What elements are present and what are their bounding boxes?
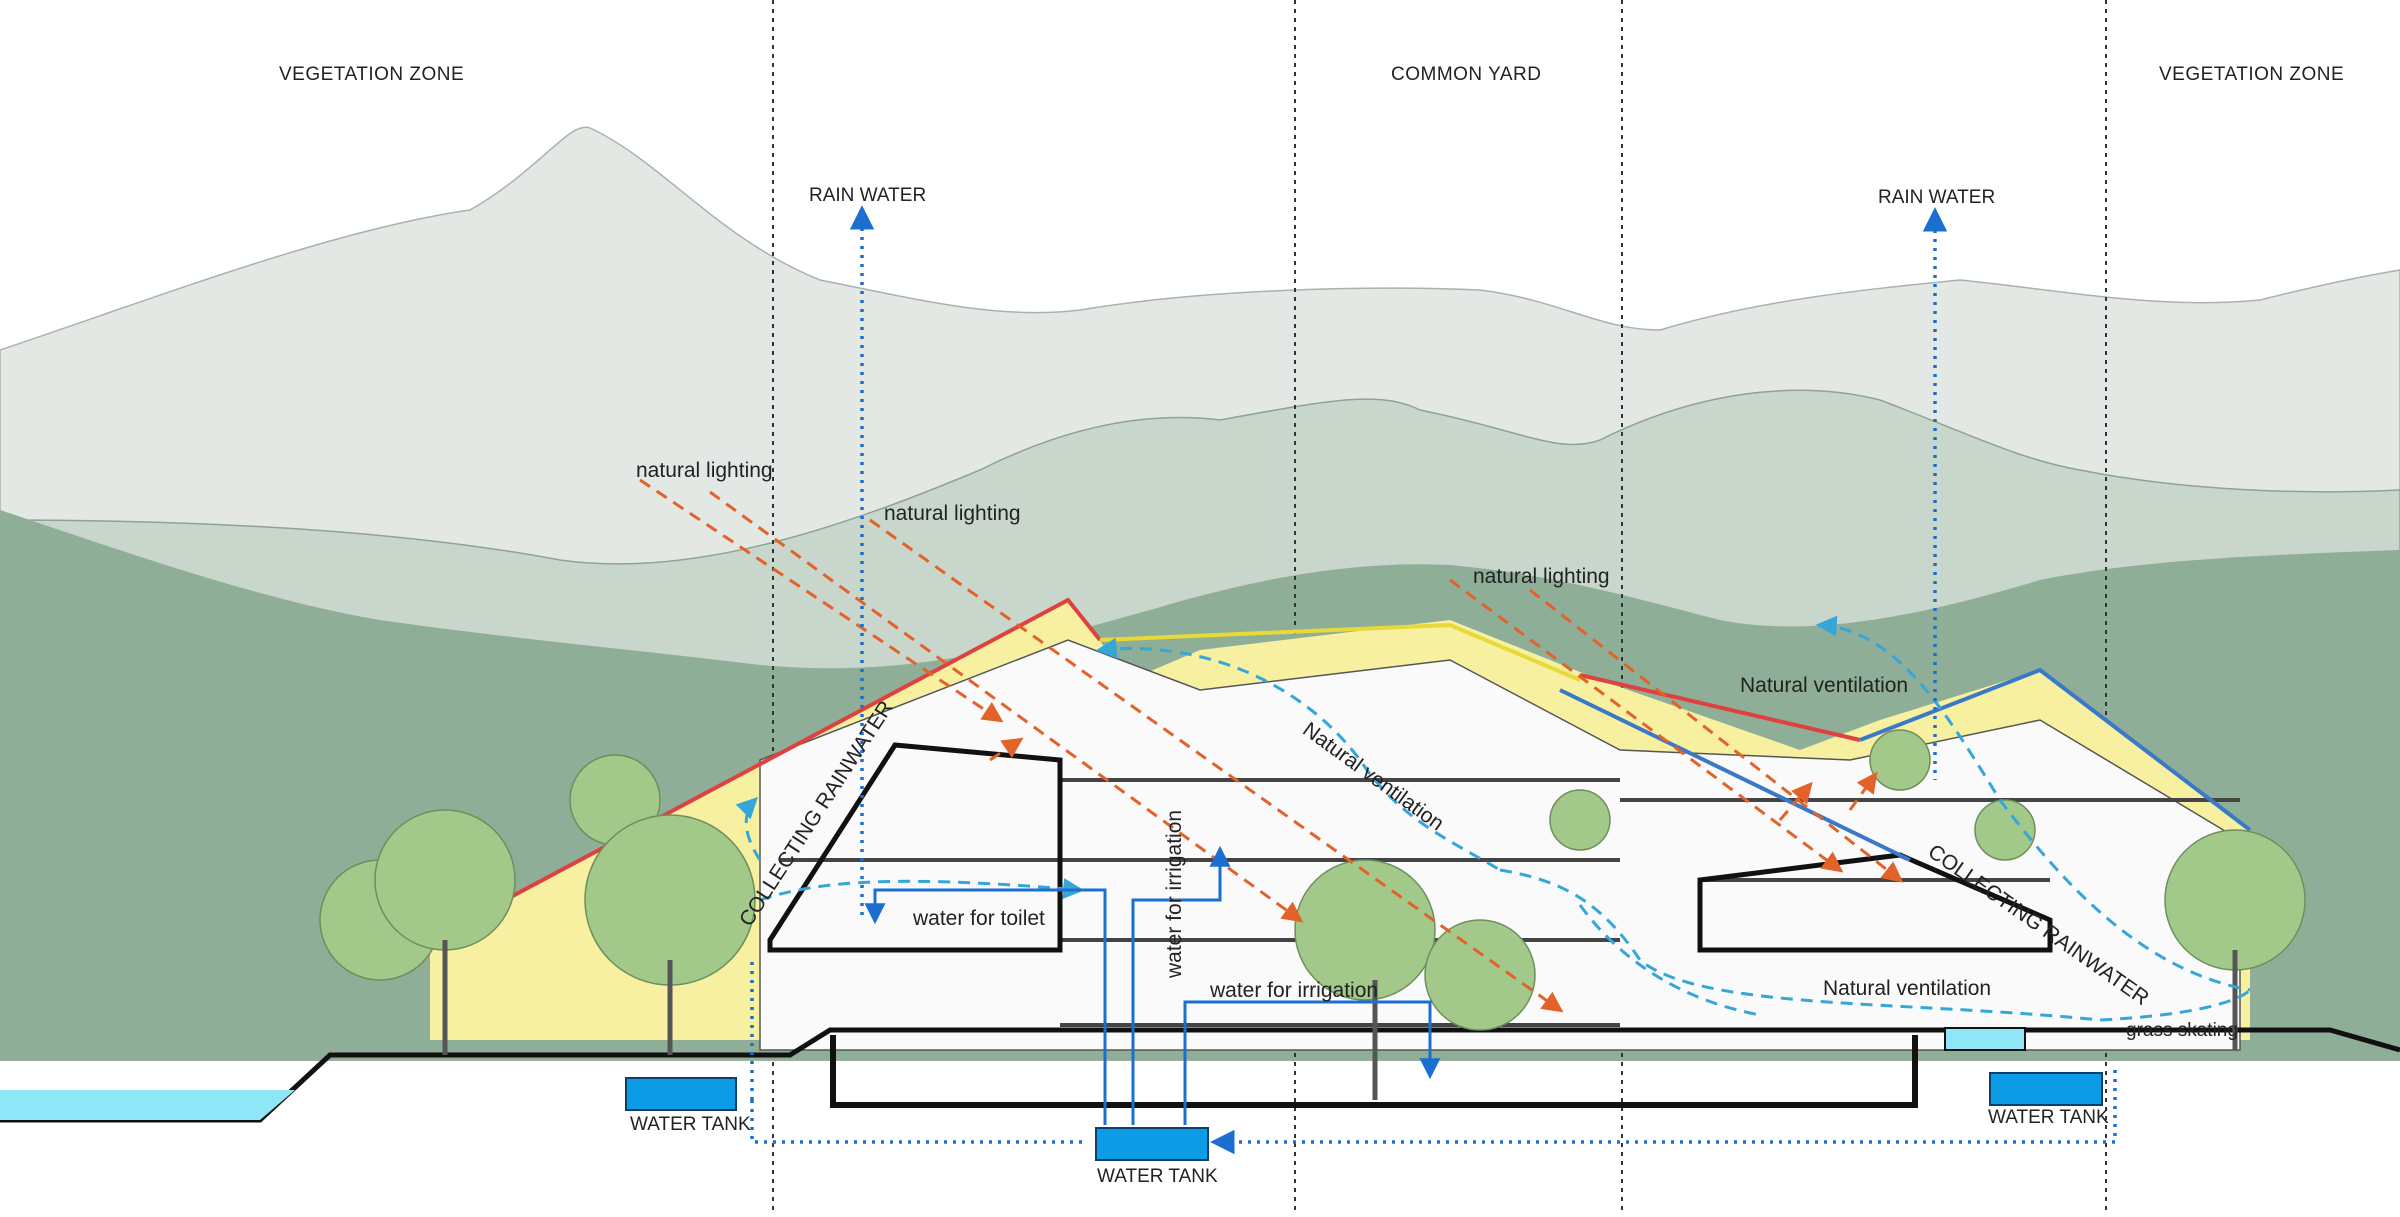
roof-blue-edge-3 [1559, 688, 1911, 862]
right-pool [1944, 1027, 2026, 1051]
pond [0, 1090, 295, 1120]
right-block [1697, 852, 2053, 953]
grass-skating-label: grass skating [2126, 1020, 2238, 1041]
basement [830, 1035, 1918, 1108]
left-block [767, 742, 1063, 953]
ventilation-label-upper: Natural ventilation [1740, 674, 1909, 697]
rain-water-label-left: RAIN WATER [809, 185, 927, 206]
zone-label-left: VEGETATION ZONE [279, 64, 465, 85]
lighting-label-a: natural lighting [636, 459, 773, 482]
water-for-irrigation-vertical-label: water for irrigation [1163, 809, 1186, 978]
water-tank-center [1095, 1127, 1209, 1161]
water-tank-label-center: WATER TANK [1097, 1166, 1218, 1187]
water-for-toilet-label: water for toilet [913, 907, 1045, 930]
zone-label-center: COMMON YARD [1391, 64, 1542, 85]
roof-blue-edge [1099, 622, 1581, 682]
water-tank-right [1989, 1072, 2103, 1106]
trees [319, 729, 2306, 1031]
lighting-rays [639, 478, 1904, 1013]
zone-label-right: VEGETATION ZONE [2159, 64, 2345, 85]
lighting-label-b: natural lighting [884, 502, 1021, 525]
lighting-label-c: natural lighting [1473, 565, 1610, 588]
water-for-irrigation-label: water for irrigation [1210, 979, 1379, 1002]
water-tank-left [625, 1077, 737, 1111]
ventilation-label-lower: Natural ventilation [1823, 977, 1992, 1000]
water-supply-lines [864, 845, 1441, 1125]
rain-water-label-right: RAIN WATER [1878, 187, 1996, 208]
water-tank-label-left: WATER TANK [630, 1114, 751, 1135]
roof-red-edge-2 [1579, 673, 1861, 742]
rainwater-pipes [750, 205, 2117, 1155]
ventilation-flows [735, 615, 2252, 1022]
tree-trunks [442, 940, 2238, 1100]
roof-blue-edge-2 [1859, 667, 2252, 832]
water-tank-label-right: WATER TANK [1988, 1107, 2109, 1128]
